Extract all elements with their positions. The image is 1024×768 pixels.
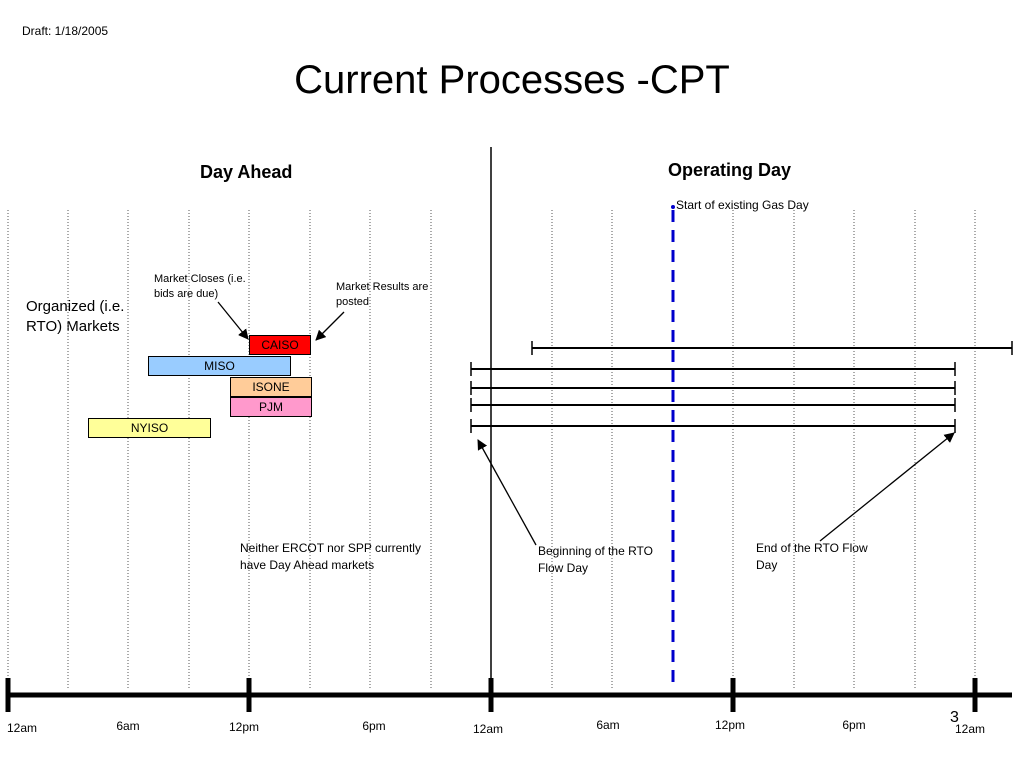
market-box-caiso: CAISO xyxy=(249,335,311,355)
market-box-pjm: PJM xyxy=(230,397,312,417)
market-box-nyiso: NYISO xyxy=(88,418,211,438)
tick-label: 12am xyxy=(954,722,986,736)
beginning-arrow xyxy=(477,439,537,546)
flow-bar-caiso xyxy=(531,341,1013,355)
end-arrow xyxy=(819,432,955,542)
tick-label: 12pm xyxy=(228,720,260,734)
gas-day-dot xyxy=(671,205,675,209)
flow-bar-miso xyxy=(470,362,956,376)
grid-lines xyxy=(7,210,976,690)
market-results-note: Market Results are posted xyxy=(336,281,429,308)
market-results-arrow xyxy=(315,311,345,341)
flow-bar-isone xyxy=(470,381,956,395)
organized-markets-label: Organized (i.e. RTO) Markets xyxy=(26,298,125,335)
annotation-arrows xyxy=(217,301,955,546)
flow-day-beginning-note: Beginning of the RTO Flow Day xyxy=(538,544,653,575)
ercot-spp-note: Neither ERCOT nor SPP currently have Day… xyxy=(240,541,421,572)
gas-day-label: Start of existing Gas Day xyxy=(676,198,809,212)
page-number: 3 xyxy=(950,709,959,726)
tick-label: 6pm xyxy=(362,719,386,733)
flow-day-bars xyxy=(470,341,1013,433)
market-box-miso: MISO xyxy=(148,356,291,376)
tick-label: 6am xyxy=(116,719,140,733)
tick-label: 12am xyxy=(6,721,38,735)
tick-label: 12pm xyxy=(714,718,746,732)
flow-bar-pjm xyxy=(470,398,956,412)
tick-label: 6am xyxy=(596,718,620,732)
time-axis xyxy=(5,678,1012,712)
market-closes-arrow xyxy=(217,301,249,340)
day-ahead-header: Day Ahead xyxy=(200,162,293,182)
market-closes-note: Market Closes (i.e. bids are due) xyxy=(154,273,246,300)
flow-day-end-note: End of the RTO Flow Day xyxy=(756,541,868,572)
operating-day-header: Operating Day xyxy=(668,160,792,180)
flow-bar-nyiso xyxy=(470,419,956,433)
slide-title: Current Processes -CPT xyxy=(294,58,730,102)
market-box-isone: ISONE xyxy=(230,377,312,397)
draft-date: Draft: 1/18/2005 xyxy=(22,24,109,38)
tick-label: 12am xyxy=(472,722,504,736)
tick-label: 6pm xyxy=(842,718,866,732)
